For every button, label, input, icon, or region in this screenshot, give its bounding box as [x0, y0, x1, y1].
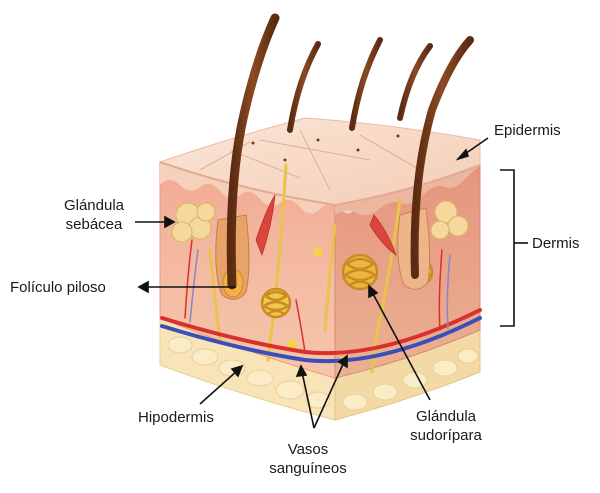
label-sebaceous-gland-line2: sebácea: [52, 215, 136, 234]
label-blood-vessels-line1: Vasos: [258, 440, 358, 459]
label-dermis: Dermis: [532, 234, 580, 253]
label-blood-vessels: Vasos sanguíneos: [258, 440, 358, 478]
label-sweat-gland-line1: Glándula: [398, 407, 494, 426]
label-sebaceous-gland-line1: Glándula: [52, 196, 136, 215]
label-hair-follicle: Folículo piloso: [10, 278, 106, 297]
label-sweat-gland-line2: sudorípara: [398, 426, 494, 445]
hair-shaft: [290, 44, 318, 130]
label-sebaceous-gland: Glándula sebácea: [52, 196, 136, 234]
label-epidermis: Epidermis: [494, 121, 561, 140]
label-blood-vessels-line2: sanguíneos: [258, 459, 358, 478]
label-hypodermis: Hipodermis: [138, 408, 214, 427]
label-sweat-gland: Glándula sudorípara: [398, 407, 494, 445]
hair-shaft: [400, 46, 430, 118]
skin-block: [160, 118, 480, 420]
hair-shaft: [352, 40, 380, 128]
